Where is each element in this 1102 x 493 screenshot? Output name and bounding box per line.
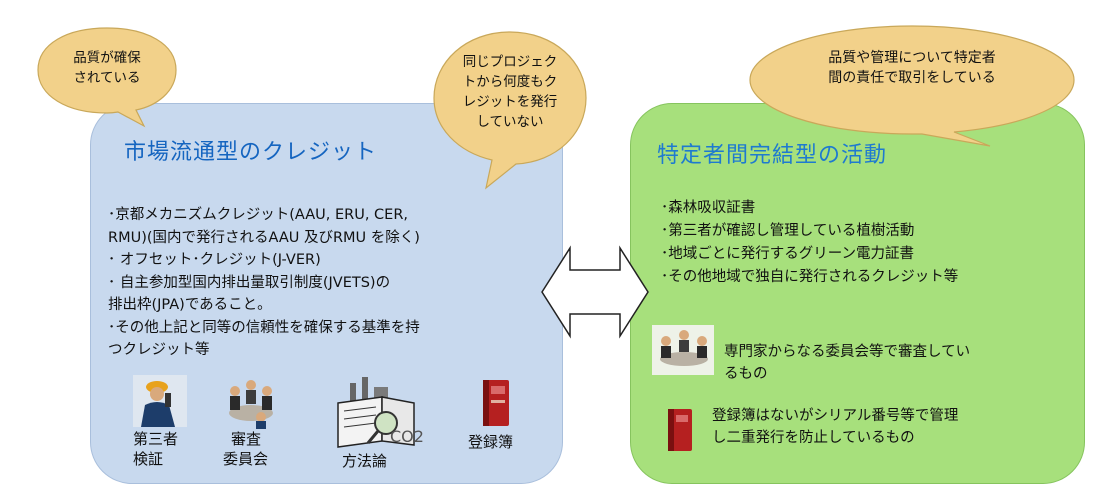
list-item: ･第三者が確認し管理している植樹活動 [661,223,915,239]
note-text: 登録簿はないがシリアル番号等で管理 [712,408,959,424]
bubble-text: していない [476,114,544,130]
co2-label: CO2 [390,427,424,446]
inspector-icon [133,375,187,427]
icon-label: 審査 [231,430,262,448]
committee-cell: 審査 委員会 [215,373,285,469]
list-item: ･その他上記と同等の信頼性を確保する基準を持 [108,319,420,336]
specific-panel-title: 特定者間完結型の活動 [657,143,888,168]
quality-callout: 品質が確保 されている [32,22,182,132]
bubble-text: レジットを発行 [462,94,558,110]
callout-bubble-shape [37,27,177,128]
registry-cell: 登録簿 [460,376,530,452]
list-item: 排出枠(JPA)であること。 [108,297,272,313]
bubble-text: 同じプロジェク [462,54,558,70]
responsibility-callout: 品質や管理について特定者 間の責任で取引をしている [742,18,1082,148]
bidirectional-arrow-icon [541,245,649,339]
registry-book-icon [668,409,692,451]
committee-icon [652,325,714,375]
market-panel-title: 市場流通型のクレジット [124,140,378,165]
specific-activity-list: ･森林吸収証書 ･第三者が確認し管理している植樹活動 ･地域ごとに発行するグリー… [661,197,1061,289]
registry-book-icon [483,380,509,426]
callout-bubble-shape [749,25,1075,147]
list-item: ･ 自主参加型国内排出量取引制度(JVETS)の [108,274,391,291]
market-credit-list: ･京都メカニズムクレジット(AAU, ERU, CER, RMU)(国内で発行さ… [108,204,553,362]
note-text: 専門家からなる委員会等で審査してい [724,344,971,360]
methodology-cell: CO2 方法論 [332,371,432,470]
list-item: ･京都メカニズムクレジット(AAU, ERU, CER, [108,207,409,223]
list-item: ･その他地域で独自に発行されるクレジット等 [661,269,959,285]
bubble-text: 品質が確保 [73,50,141,66]
callout-bubble-shape [433,31,587,190]
note-text: し二重発行を防止しているもの [712,430,915,446]
bubble-text: 品質や管理について特定者 [828,50,996,66]
list-item: つクレジット等 [108,342,210,358]
bubble-text: 間の責任で取引をしている [828,70,996,86]
list-item: ･森林吸収証書 [661,200,756,216]
committee-icon [229,380,273,429]
methodology-icon [337,377,415,448]
icon-label: 方法論 [342,452,388,470]
not-repeated-callout: 同じプロジェク トから何度もク レジットを発行 していない [426,28,594,190]
icon-label: 第三者 [133,430,179,448]
inspector-cell: 第三者 検証 [125,373,195,469]
icon-label: 登録簿 [468,433,514,451]
note-text: るもの [724,366,768,382]
icon-label: 委員会 [223,450,269,468]
list-item: RMU)(国内で発行されるAAU 及びRMU を除く) [108,229,420,246]
bubble-text: トから何度もク [462,74,558,90]
list-item: ･ オフセット･クレジット(J-VER) [108,252,321,268]
icon-label: 検証 [133,450,164,468]
list-item: ･地域ごとに発行するグリーン電力証書 [661,246,915,262]
bubble-text: されている [73,70,141,86]
